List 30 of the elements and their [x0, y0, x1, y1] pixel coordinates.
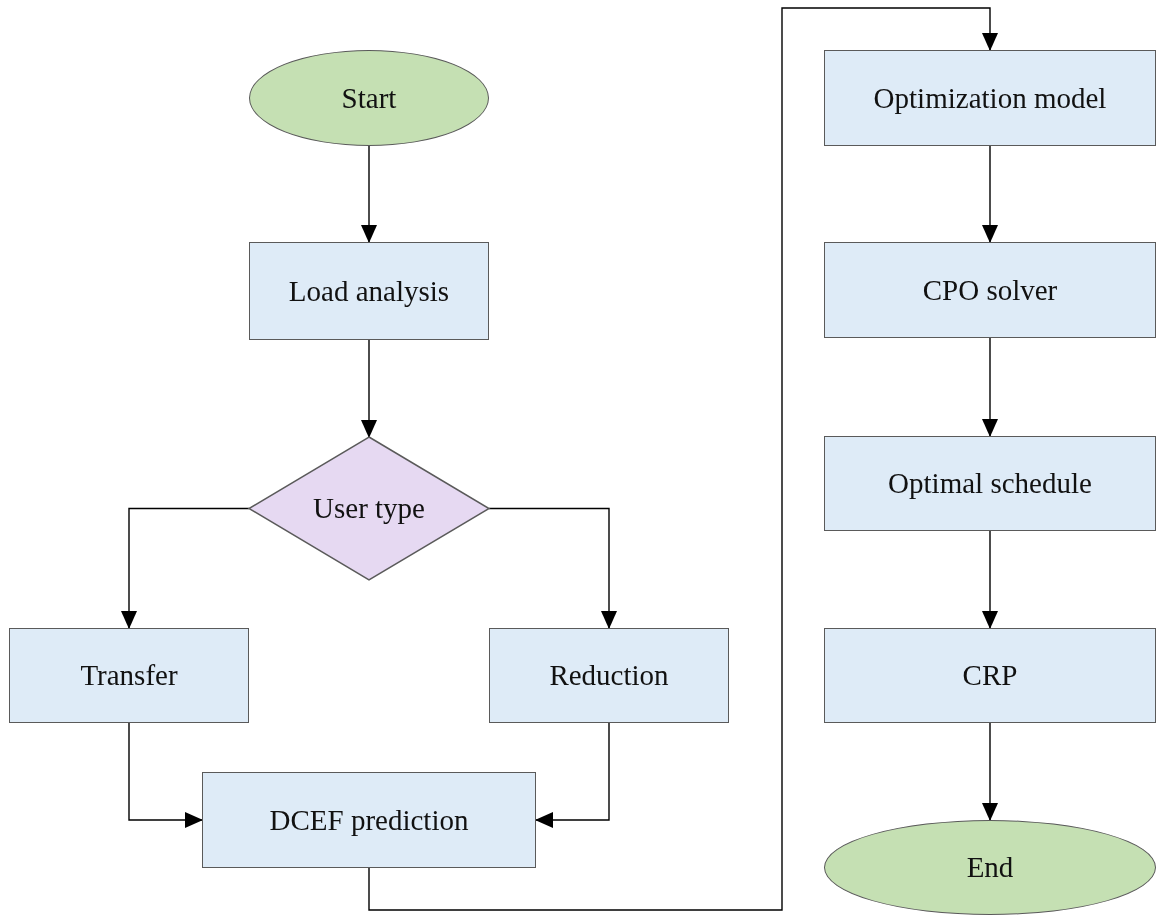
arrow: [535, 722, 610, 828]
node-label: User type: [313, 492, 425, 525]
process-box: [824, 242, 1156, 338]
process-box: [824, 50, 1156, 146]
arrow: [982, 145, 998, 243]
arrow: [368, 7, 998, 911]
arrow: [982, 337, 998, 437]
node-label: Start: [341, 81, 397, 115]
node-label: Transfer: [80, 659, 178, 692]
arrow: [121, 507, 250, 629]
arrow: [361, 339, 377, 438]
arrow: [982, 722, 998, 821]
process-box: [9, 628, 249, 723]
node-label: Optimization model: [873, 81, 1107, 115]
node-label: CRP: [962, 659, 1018, 692]
node-label: Optimal schedule: [888, 467, 1092, 500]
process-box: [824, 628, 1156, 723]
node-label: End: [966, 851, 1014, 884]
process-box: [824, 436, 1156, 531]
node-label: Reduction: [549, 659, 669, 692]
node-label: CPO solver: [922, 273, 1058, 307]
process-box: [249, 242, 489, 340]
process-box: [202, 772, 536, 868]
arrow: [361, 145, 377, 243]
process-box: [489, 628, 729, 723]
node-label: Load analysis: [288, 274, 450, 308]
arrow: [488, 507, 617, 629]
arrow: [128, 722, 203, 828]
node-label: DCEF prediction: [269, 803, 469, 837]
arrow: [982, 530, 998, 629]
